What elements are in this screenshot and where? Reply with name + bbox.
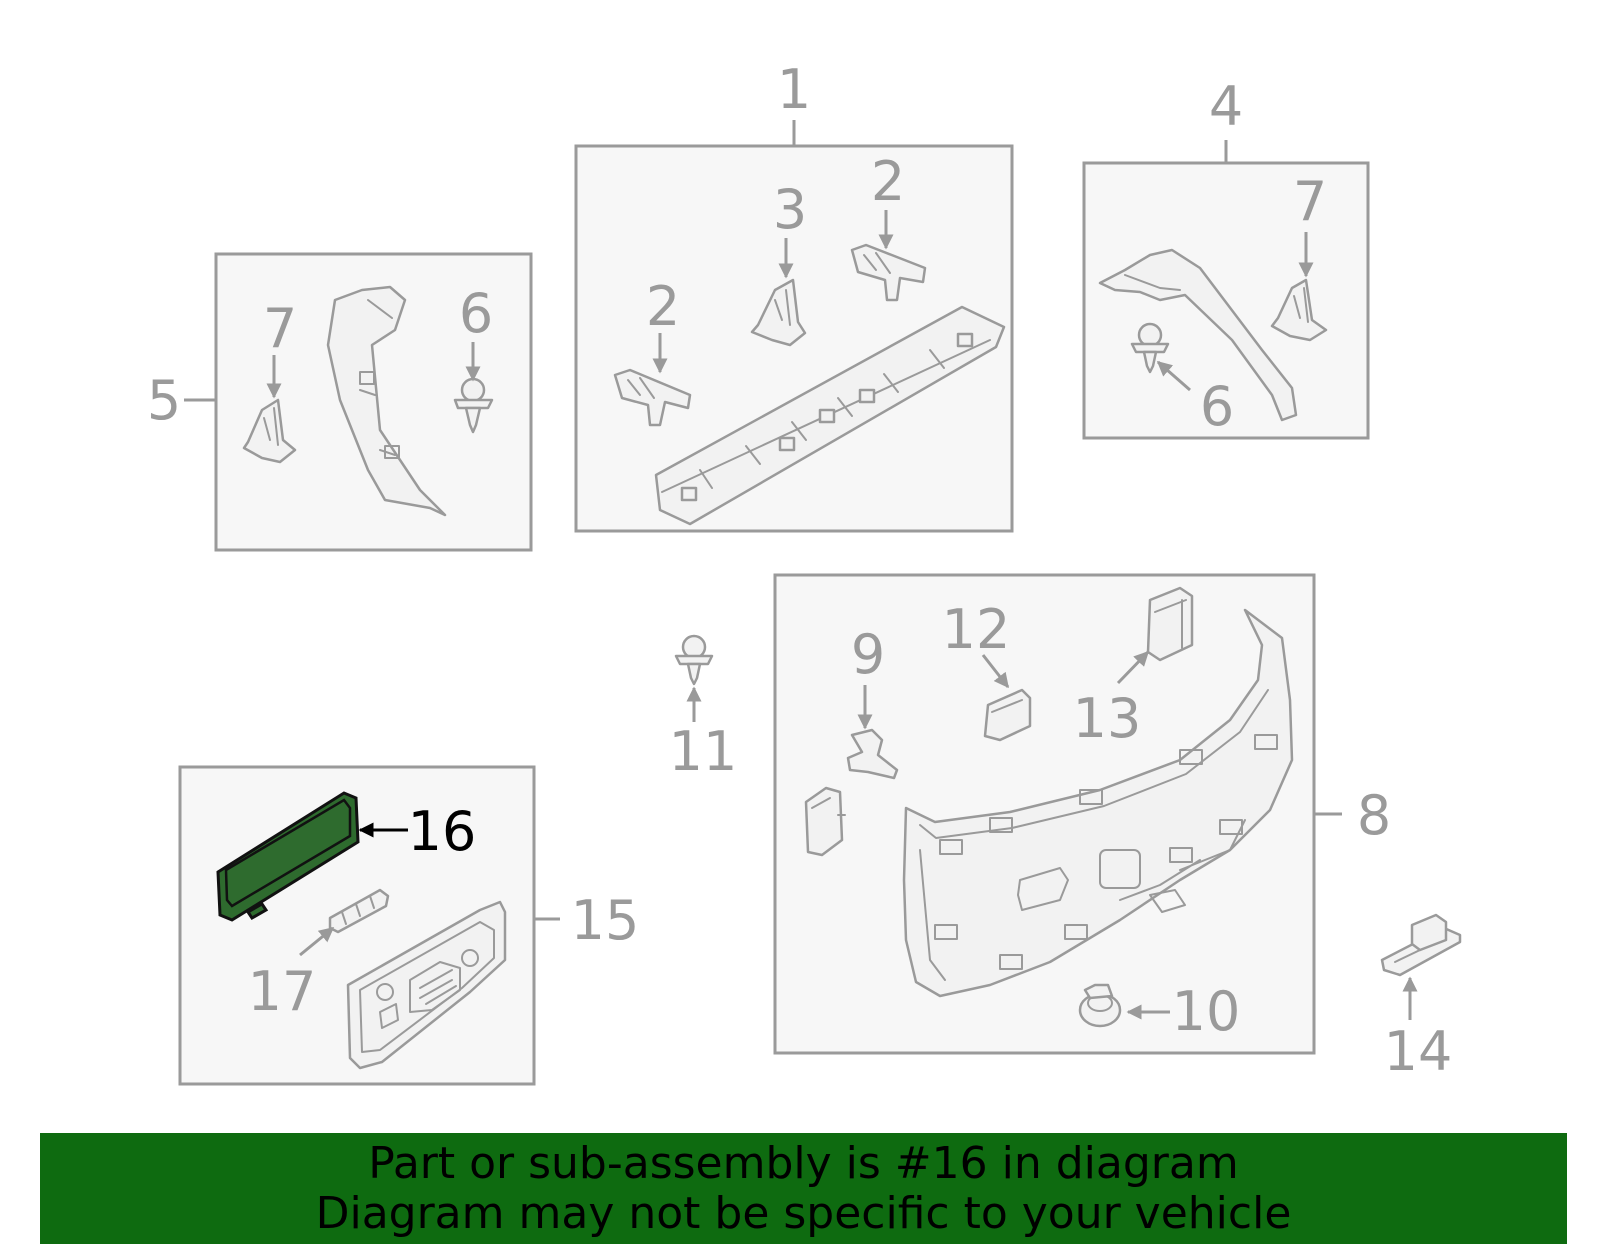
switch-part-14 [1380, 913, 1462, 977]
bracket-part-9 [846, 728, 899, 780]
liftgate-trim-panel-part [902, 608, 1294, 998]
callout-6a: 6 [459, 282, 493, 345]
callout-3: 3 [773, 178, 807, 241]
clip-part-3 [750, 278, 807, 347]
callout-7b: 7 [1293, 170, 1327, 233]
callout-15: 15 [571, 889, 640, 952]
callout-7a: 7 [263, 297, 297, 360]
callout-8: 8 [1357, 784, 1391, 847]
info-banner: Part or sub-assembly is #16 in diagram D… [40, 1133, 1567, 1244]
cover-part-left [804, 786, 846, 857]
assembly-box-15: 15 16 17 [178, 765, 640, 1086]
cover-part-13 [1146, 586, 1194, 662]
retainer-part-10 [1078, 983, 1122, 1028]
handle-trim-part [1098, 248, 1298, 422]
banner-line-part-number: Part or sub-assembly is #16 in diagram [368, 1138, 1239, 1189]
assembly-box-4: 4 7 6 [1082, 75, 1370, 440]
callout-16: 16 [408, 800, 477, 863]
push-pin-part-6a [453, 377, 494, 434]
callout-11: 11 [669, 720, 738, 783]
callout-10: 10 [1172, 980, 1241, 1043]
assembly-box-8: 8 9 [773, 573, 1391, 1055]
callout-4: 4 [1209, 75, 1243, 138]
assembly-box-5: 5 7 6 [147, 252, 533, 552]
push-pin-part-6b [1130, 322, 1170, 374]
lens-part-16-highlighted [216, 791, 360, 922]
callout-2b: 2 [871, 150, 905, 213]
clip-part-7b [1270, 278, 1328, 342]
banner-line-disclaimer: Diagram may not be specific to your vehi… [315, 1188, 1292, 1239]
callout-14: 14 [1384, 1020, 1453, 1083]
callout-13: 13 [1073, 687, 1142, 750]
callout-1: 1 [777, 58, 811, 121]
pillar-trim-part [326, 285, 447, 517]
callout-12: 12 [942, 598, 1011, 661]
cap-part-12 [983, 688, 1032, 742]
callout-17: 17 [248, 960, 317, 1023]
callout-5: 5 [147, 369, 181, 432]
callout-6b: 6 [1200, 375, 1234, 438]
callout-9: 9 [851, 623, 885, 686]
clip-part-2a [613, 368, 692, 427]
clip-part-7a [242, 398, 297, 464]
trim-strip-part [654, 305, 1006, 526]
assembly-box-1: 1 2 3 2 [574, 58, 1014, 533]
lamp-housing-part [346, 900, 507, 1070]
clip-part-2b [850, 243, 927, 302]
push-pin-part-11 [674, 634, 714, 686]
callout-2a: 2 [646, 275, 680, 338]
